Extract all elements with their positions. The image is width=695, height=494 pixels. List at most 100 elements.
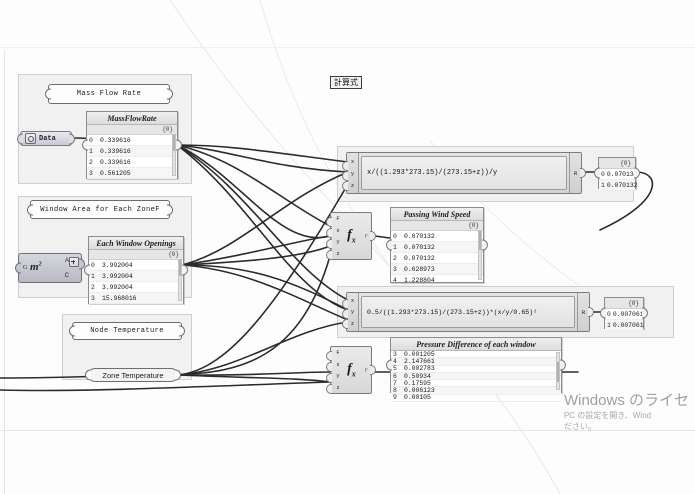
input-port-f: F xyxy=(336,215,340,222)
panel-title: Passing Wind Speed xyxy=(391,208,483,221)
scribble-mass-flow-rate-label: Mass Flow Rate xyxy=(76,90,142,98)
panel-scrollbar[interactable] xyxy=(178,259,182,301)
wind-speed-function[interactable]: F x y z fx r xyxy=(326,212,376,260)
panel-right-nub xyxy=(634,167,640,179)
panel-title: MassFlowRate xyxy=(87,112,177,125)
input-nub-y xyxy=(342,309,348,319)
panel-left-nub xyxy=(386,239,392,251)
data-param[interactable]: Data xyxy=(17,131,75,146)
function-inputs: F x y z xyxy=(333,349,343,391)
input-nub-f xyxy=(326,351,332,361)
zone-temperature-param[interactable]: Zone Temperature xyxy=(85,368,181,382)
zone-temperature-left-nub xyxy=(85,369,91,381)
expression-formula[interactable]: 0.5/((1.293*273.15)/(273.15+z))*(x/y/0.6… xyxy=(361,296,575,328)
input-nub-z xyxy=(326,250,332,260)
input-port-x: x xyxy=(350,157,355,165)
background-guide-vertical xyxy=(4,50,5,494)
area-output-a-label: A xyxy=(64,258,69,264)
panel-left-nub xyxy=(84,264,90,276)
panel-left-nub xyxy=(386,359,392,371)
scribble-node-temperature[interactable]: Node Temperature xyxy=(69,322,185,340)
input-port-x: x xyxy=(336,360,340,368)
input-port-y: y xyxy=(336,238,340,246)
expression-inputs: x y z xyxy=(347,293,359,331)
input-nub-x xyxy=(342,161,348,171)
function-inputs: F x y z xyxy=(333,215,343,257)
output-nub-r xyxy=(370,365,376,375)
panel-title: Pressure Difference of each window xyxy=(391,338,561,351)
scribble-mass-flow-rate[interactable]: Mass Flow Rate xyxy=(45,84,173,104)
panel-scrollbar[interactable] xyxy=(556,352,560,390)
capsule-left-nub xyxy=(45,88,51,100)
fx-icon: fx xyxy=(347,227,356,245)
input-nub-x xyxy=(342,299,348,309)
input-port-z: z xyxy=(336,249,340,257)
output-nub-r xyxy=(370,231,376,241)
pressure-function[interactable]: F x y z fx r xyxy=(326,346,376,394)
panel-count: {0} xyxy=(391,221,483,231)
panel-scrollbar[interactable] xyxy=(478,230,482,280)
panel-count: {0} xyxy=(599,158,635,169)
panel-left-nub xyxy=(594,167,600,179)
formula-tag-label: 計算式 xyxy=(334,78,358,87)
area-unit-icon: m2 xyxy=(30,261,42,273)
input-nub-y xyxy=(342,171,348,181)
zone-temperature-label: Zone Temperature xyxy=(102,370,164,380)
input-nub-z xyxy=(342,181,348,191)
function-output-r: r xyxy=(364,366,368,374)
panel-left-nub xyxy=(600,307,606,319)
input-port-f: F xyxy=(336,349,340,356)
input-port-y: y xyxy=(350,169,355,177)
expression-formula[interactable]: x/((1.293*273.15)/(273.15+z))/y xyxy=(361,156,567,190)
input-nub-z xyxy=(326,384,332,394)
data-param-left-nub xyxy=(17,133,23,144)
scribble-window-area[interactable]: Window Area for Each ZoneF xyxy=(27,200,173,219)
formula-tag[interactable]: 計算式 xyxy=(330,76,362,89)
area-expand-icon[interactable] xyxy=(69,257,79,267)
watermark-line-3: ださい。 xyxy=(563,422,596,431)
watermark-line-2: PC の設定を開き、Wind xyxy=(563,411,651,420)
input-nub-z xyxy=(342,319,348,329)
data-param-label: Data xyxy=(39,134,56,143)
input-port-x: x xyxy=(336,226,340,234)
pressure-expression[interactable]: x y z 0.5/((1.293*273.15)/(273.15+z))*(x… xyxy=(342,292,594,332)
fx-icon: fx xyxy=(347,361,356,379)
windows-activation-watermark: Windows のライセ PC の設定を開き、Wind ださい。 xyxy=(564,392,689,432)
input-nub-x xyxy=(326,228,332,238)
panel-count: {0} xyxy=(89,250,183,260)
area-component[interactable]: G m2 A C xyxy=(15,253,85,283)
expression-output-r: R xyxy=(569,153,581,193)
panel-left-nub xyxy=(82,139,88,151)
scribble-node-temperature-label: Node Temperature xyxy=(90,327,164,335)
output-nub-r xyxy=(588,307,594,317)
panel-scrollbar[interactable] xyxy=(172,134,176,176)
wind-speed-expression[interactable]: x y z x/((1.293*273.15)/(273.15+z))/y R xyxy=(342,152,586,194)
